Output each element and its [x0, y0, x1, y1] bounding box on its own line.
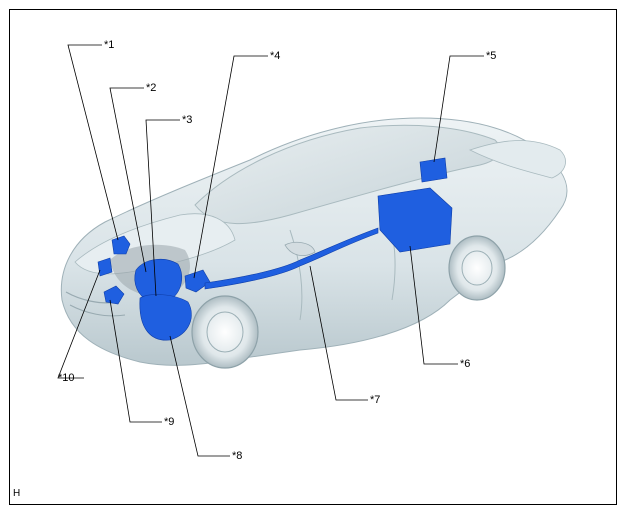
leader-line-9 [109, 299, 162, 423]
leader-line-3 [145, 119, 180, 297]
figure-corner-mark: H [13, 488, 21, 499]
leader-line-7 [309, 265, 368, 401]
component-4 [184, 269, 211, 293]
leader-line-1 [67, 44, 119, 241]
callout-2: *2 [146, 82, 157, 94]
leader-lines [57, 44, 484, 457]
component-2 [134, 258, 183, 303]
leader-line-6 [409, 245, 458, 365]
callout-3: *3 [182, 114, 193, 126]
callout-1: *1 [104, 39, 115, 51]
callout-4: *4 [270, 50, 281, 62]
callout-5: *5 [486, 50, 497, 62]
callout-9: *9 [164, 416, 175, 428]
callout-10: *10 [58, 372, 75, 384]
rear-wheel [448, 235, 506, 301]
leader-line-5 [433, 55, 484, 163]
callout-8: *8 [232, 450, 243, 462]
component-1 [111, 235, 131, 255]
component-6-battery [377, 187, 453, 253]
leader-line-2 [109, 87, 147, 273]
callout-6: *6 [460, 358, 471, 370]
front-wheel [191, 295, 259, 369]
leader-line-10 [57, 269, 101, 379]
leader-line-8 [169, 335, 230, 457]
component-7-cable [204, 227, 379, 290]
component-3-8 [139, 294, 192, 341]
leader-line-4 [193, 55, 268, 279]
component-9 [103, 285, 125, 305]
component-5 [419, 157, 448, 183]
callout-7: *7 [370, 394, 381, 406]
